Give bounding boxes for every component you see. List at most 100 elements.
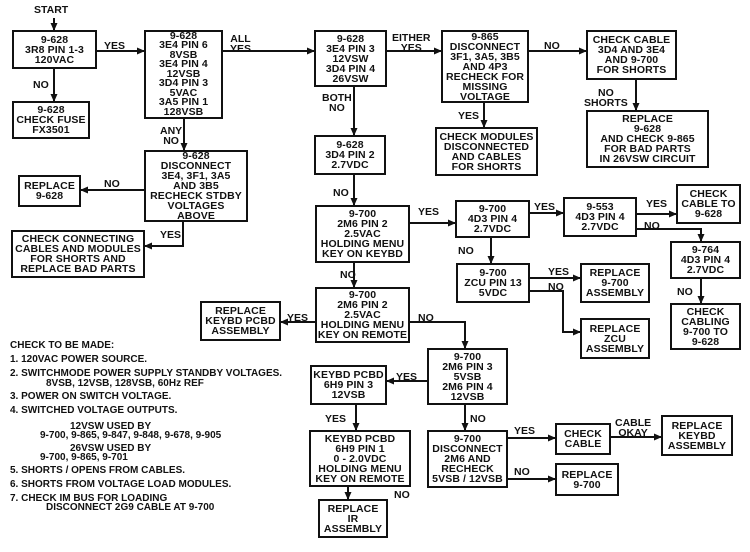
edge-label-a-c: YES	[104, 40, 126, 52]
node-text-line: 6H9 PIN 3	[323, 379, 374, 391]
node-text-line: 9-628	[336, 32, 365, 45]
node-text-line: 9-700	[478, 203, 507, 215]
node-text-line: 3E4, 3F1, 3A5	[161, 170, 231, 182]
node-text-line: HOLDING MENU	[318, 462, 402, 475]
node-text-line: 9-628	[691, 335, 720, 348]
node-text-line: FOR SHORTS AND	[30, 253, 126, 265]
node-text-line: FX3501	[32, 124, 70, 136]
node-text-line: ASSEMBLY	[667, 439, 727, 452]
edge-label-line: ANY	[160, 125, 183, 137]
edge-label-a-b: NO	[33, 79, 49, 91]
node-text-line: 9-628	[40, 33, 69, 46]
edge-label-j-l: YES	[160, 229, 182, 241]
node-text-line: 9-700	[573, 478, 601, 491]
node-text-line: VOLTAGE	[460, 90, 510, 103]
node-text-line: DISCONNECTED	[443, 140, 530, 153]
node-text-line: AND 9-700	[604, 54, 659, 66]
node-text-line: 12VSB	[331, 389, 366, 401]
node-text-line: ASSEMBLY	[585, 342, 645, 355]
arrow-o-q	[637, 228, 705, 242]
note-text: 6. SHORTS FROM VOLTAGE LOAD MODULES.	[10, 479, 232, 490]
node-text-line: 3D4 PIN 2	[325, 149, 375, 161]
node-text-line: 5VSB	[453, 370, 482, 383]
node-text-line: FOR BAD PARTS	[604, 143, 691, 155]
node-text-line: 9-700	[348, 289, 377, 301]
note-text: 1. 120VAC POWER SOURCE.	[10, 354, 148, 365]
note-item-2: 2. SWITCHMODE POWER SUPPLY STANDBY VOLTA…	[10, 369, 300, 389]
node-text-line: ZCU	[604, 332, 626, 345]
note-item-5: 5. SHORTS / OPENS FROM CABLES.	[10, 466, 300, 476]
edge-label-m-n: YES	[418, 206, 440, 218]
vsw26-list: 9-700, 9-865, 9-701	[40, 452, 128, 463]
node-text-line: CABLE	[564, 438, 602, 450]
arrow-v-x	[410, 321, 469, 349]
node-text-line: 3E4 PIN 4	[159, 58, 208, 71]
vsw12-title: 12VSW USED BY	[70, 421, 152, 432]
note-vsw12: 12VSW USED BY 9-700, 9-865, 9-847, 9-848…	[10, 421, 300, 441]
node-text-line: CHECK CABLE	[592, 34, 671, 46]
node-text-line: RECHECK FOR	[445, 70, 525, 83]
node-text-line: FOR SHORTS	[451, 160, 522, 173]
edge-label-line: BOTH	[322, 92, 352, 104]
note-text: 7. CHECK IM BUS FOR LOADING	[10, 493, 168, 504]
node-text-line: RECHECK	[441, 463, 494, 475]
edge-label-n-r: NO	[458, 245, 474, 257]
node-text-line: CHECK	[564, 428, 602, 440]
node-text-line: CABLES AND MODULES	[15, 243, 141, 255]
edge-label-line: SHORTS	[584, 97, 628, 109]
edge-label-line: NO	[329, 102, 345, 114]
note-subtext: 8VSB, 12VSB, 128VSB, 60Hz REF	[46, 378, 204, 389]
node-text-line: 9-764	[691, 244, 720, 256]
node-text-line: IN 26VSW CIRCUIT	[599, 153, 696, 165]
edge-label-j-k: NO	[104, 178, 120, 190]
edge-label-z-aa: NO	[394, 489, 410, 501]
node-text-line: 128VSB	[163, 105, 204, 118]
node-text-line: ZCU PIN 13	[464, 277, 522, 289]
node-text-line: 9-628	[336, 139, 364, 151]
node-text-line: KEY ON REMOTE	[317, 329, 408, 341]
note-text: 3. POWER ON SWITCH VOLTAGE.	[10, 391, 172, 402]
node-text-line: 12VSB	[166, 67, 201, 80]
node-text-line: AND CABLES	[451, 150, 522, 163]
edge-label-ab-ac: YES	[514, 425, 536, 437]
node-text-line: 9-628	[37, 104, 65, 116]
note-item-4: 4. SWITCHED VOLTAGE OUTPUTS.	[10, 406, 300, 416]
node-text-line: 9-700	[348, 208, 377, 220]
node-text-line: 6H9 PIN 1	[335, 442, 385, 455]
node-text-line: 4D3 PIN 4	[575, 211, 625, 223]
